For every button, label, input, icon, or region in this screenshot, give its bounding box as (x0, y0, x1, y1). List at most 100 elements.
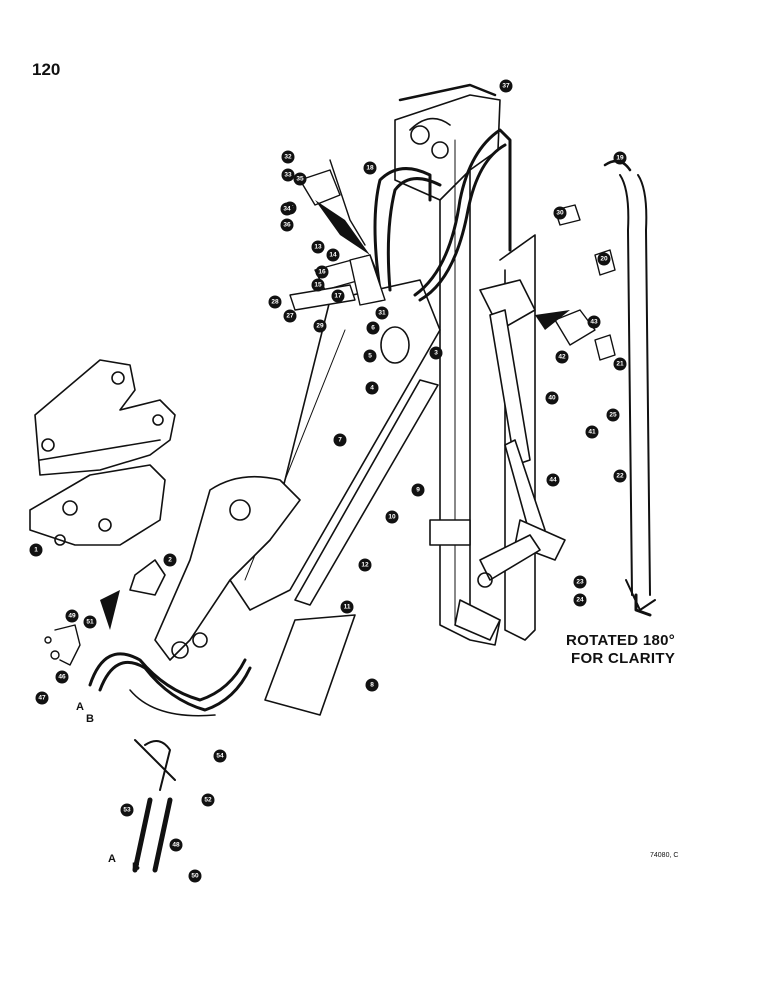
callout-7: 7 (338, 437, 342, 444)
callout-13: 13 (314, 244, 322, 251)
callout-17: 17 (334, 293, 342, 300)
callout-20-circle (597, 252, 611, 266)
callout-22: 22 (616, 473, 624, 480)
callout-54-circle (213, 749, 227, 763)
callout-2-circle (163, 553, 177, 567)
callout-54: 54 (216, 753, 224, 760)
right-fittings (554, 204, 616, 361)
callout-24: 24 (576, 597, 584, 604)
callout-31: 31 (378, 310, 386, 317)
callout-group: 1234567891011121314151617181920212223242… (29, 79, 627, 883)
page-number: 120 (32, 60, 61, 79)
callout-27-circle (283, 309, 297, 323)
callout-11-circle (340, 600, 354, 614)
callout-16: 16 (318, 269, 326, 276)
hose-guards (264, 379, 439, 716)
callout-53-circle (120, 803, 134, 817)
callout-30: 30 (556, 210, 564, 217)
callout-36: 36 (283, 222, 291, 229)
callout-34: 34 (283, 206, 291, 213)
callout-41-circle (585, 425, 599, 439)
callout-33: 33 (284, 172, 292, 179)
detail-label-b: B (132, 861, 140, 873)
linkage-bracket (29, 359, 176, 546)
callout-50-circle (188, 869, 202, 883)
callout-8-circle (365, 678, 379, 692)
callout-40-circle (545, 391, 559, 405)
callout-27: 27 (286, 313, 294, 320)
callout-47-circle (35, 691, 49, 705)
hose-assembly-right (603, 159, 656, 617)
callout-18: 18 (366, 165, 374, 172)
callout-6-circle (366, 321, 380, 335)
callout-35: 35 (296, 176, 304, 183)
hose-pair-lower (88, 652, 252, 781)
callout-8: 8 (370, 682, 374, 689)
callout-35-circle (293, 172, 307, 186)
callout-5: 5 (368, 353, 372, 360)
callout-15-circle (311, 278, 325, 292)
callout-10-circle (385, 510, 399, 524)
callout-28: 28 (271, 299, 279, 306)
boom-hoses (373, 128, 512, 302)
pointer-arrows (100, 200, 570, 630)
callout-14: 14 (329, 252, 337, 259)
callout-49: 49 (68, 613, 76, 620)
callout-13-circle (311, 240, 325, 254)
callout-42-circle (555, 350, 569, 364)
callout-15: 15 (314, 282, 322, 289)
callout-49-circle (65, 609, 79, 623)
hose-label-a: A (76, 701, 84, 713)
callout-21: 21 (616, 361, 624, 368)
callout-25-circle (606, 408, 620, 422)
callout-46: 46 (58, 674, 66, 681)
callout-32-circle (281, 150, 295, 164)
callout-1-circle (29, 543, 43, 557)
callout-12: 12 (361, 562, 369, 569)
callout-4: 4 (370, 385, 374, 392)
callout-17-circle (331, 289, 345, 303)
detail-hoses (132, 740, 173, 873)
callout-9-circle (411, 483, 425, 497)
callout-52-circle (201, 793, 215, 807)
callout-19: 19 (616, 155, 624, 162)
callout-36-circle (280, 218, 294, 232)
callout-28-circle (268, 295, 282, 309)
callout-51: 51 (86, 619, 94, 626)
callout-3: 3 (434, 350, 438, 357)
callout-23: 23 (576, 579, 584, 586)
detail-label-a: A (108, 853, 116, 865)
callout-10: 10 (388, 514, 396, 521)
callout-31-circle (375, 306, 389, 320)
callout-24-circle (573, 593, 587, 607)
callout-18-circle (363, 161, 377, 175)
callout-53: 53 (123, 807, 131, 814)
callout-23-circle (573, 575, 587, 589)
callout-34-circle (280, 202, 294, 216)
callout-37-circle (499, 79, 513, 93)
callout-29: 29 (316, 323, 324, 330)
callout-46-circle (55, 670, 69, 684)
callout-44-circle (546, 473, 560, 487)
callout-44: 44 (549, 477, 557, 484)
callout-19-circle (613, 151, 627, 165)
clamp-bracket (129, 559, 166, 596)
callout-29-circle (313, 319, 327, 333)
callout-20: 20 (600, 256, 608, 263)
callout-4-circle (365, 381, 379, 395)
callout-21-circle (613, 357, 627, 371)
callout-1: 1 (34, 547, 38, 554)
callout-3-circle (429, 346, 443, 360)
callout-11: 11 (344, 604, 351, 611)
callout-47: 47 (38, 695, 46, 702)
hydraulic-cylinder (477, 279, 566, 588)
callout-7-circle (333, 433, 347, 447)
drawing-code: 74080, C (650, 852, 679, 859)
callout-48-circle (169, 838, 183, 852)
callout-5-circle (363, 349, 377, 363)
callout-30-circle (553, 206, 567, 220)
callout-50: 50 (191, 873, 199, 880)
callout-43: 43 (590, 319, 598, 326)
clamp-chain (44, 624, 81, 666)
